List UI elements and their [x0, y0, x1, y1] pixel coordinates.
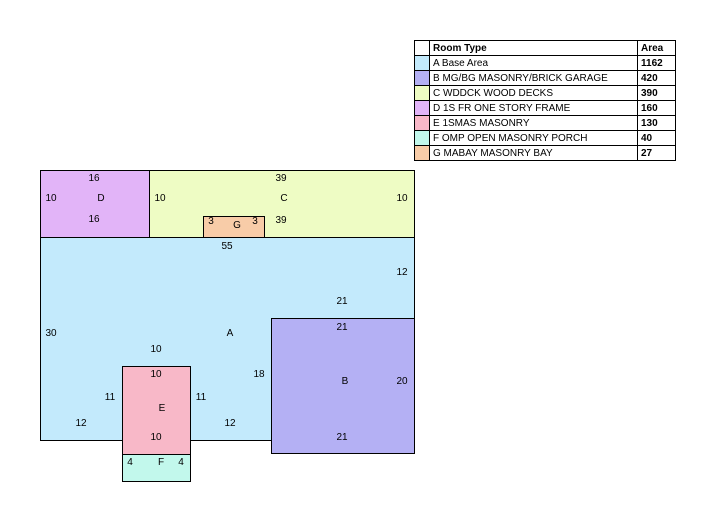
- room-e-label: E: [159, 403, 166, 414]
- room-f-label: F: [158, 457, 164, 468]
- dim-label: 10: [150, 369, 162, 380]
- legend-row: A Base Area 1162: [414, 55, 676, 71]
- room-b-label: B: [342, 376, 349, 387]
- room-c-shape: [149, 170, 415, 238]
- dim-label: 20: [396, 376, 408, 387]
- legend-row: G MABAY MASONRY BAY 27: [414, 145, 676, 161]
- dim-label: 10: [45, 193, 57, 204]
- legend-area: 27: [637, 145, 676, 161]
- legend-area: 1162: [637, 55, 676, 71]
- dim-label: 16: [88, 214, 100, 225]
- room-a-label: A: [227, 328, 234, 339]
- legend-swatch: [414, 55, 430, 71]
- legend-row: F OMP OPEN MASONRY PORCH 40: [414, 130, 676, 146]
- dim-label: 55: [221, 241, 233, 252]
- room-e-shape: [122, 366, 191, 455]
- dim-label: 39: [275, 173, 287, 184]
- dim-label: 30: [45, 328, 57, 339]
- dim-label: 3: [208, 216, 214, 227]
- room-b-shape: [271, 318, 415, 454]
- dim-label: 21: [336, 322, 348, 333]
- dim-label: 16: [88, 173, 100, 184]
- dim-label: 11: [196, 392, 207, 403]
- legend-table: Room Type Area A Base Area 1162 B MG/BG …: [414, 40, 676, 161]
- dim-label: 21: [336, 432, 348, 443]
- dim-label: 39: [275, 215, 287, 226]
- room-c-label: C: [280, 193, 287, 204]
- legend-area: 420: [637, 70, 676, 86]
- room-d-shape: [40, 170, 150, 238]
- dim-label: 4: [178, 457, 184, 468]
- dim-label: 10: [150, 432, 162, 443]
- dim-label: 12: [396, 267, 408, 278]
- dim-label: 4: [127, 457, 133, 468]
- legend-label: G MABAY MASONRY BAY: [429, 145, 638, 161]
- dim-label: 10: [154, 193, 166, 204]
- dim-label: 21: [336, 296, 348, 307]
- room-g-label: G: [233, 220, 241, 231]
- dim-label: 10: [396, 193, 408, 204]
- room-d-label: D: [97, 193, 104, 204]
- dim-label: 11: [105, 392, 116, 403]
- dim-label: 12: [224, 418, 236, 429]
- dim-label: 18: [253, 369, 265, 380]
- legend-swatch: [414, 145, 430, 161]
- dim-label: 10: [150, 344, 162, 355]
- dim-label: 3: [252, 216, 258, 227]
- room-f-shape: [122, 454, 191, 482]
- dim-label: 12: [75, 418, 87, 429]
